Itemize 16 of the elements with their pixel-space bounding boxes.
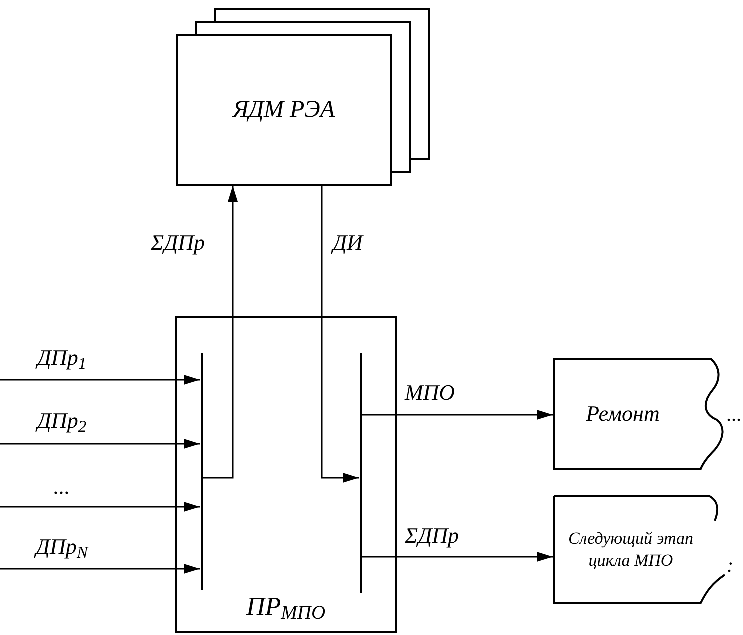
continuation-mark: :: [727, 554, 734, 579]
arrow: [0, 439, 200, 449]
arrow: [361, 552, 553, 562]
arrow: [202, 186, 238, 479]
node-label: Ремонт: [586, 400, 660, 428]
node-label: ПР$_{МПО}$: [246, 590, 326, 623]
node-label: Следующий этап цикла МПО: [567, 528, 695, 571]
process-box: [175, 316, 397, 633]
arrow: [0, 502, 200, 512]
node-label: ЯДМ РЭА: [232, 96, 336, 125]
arrow: [0, 564, 200, 574]
arrow: [361, 410, 553, 420]
arrow: [0, 375, 200, 385]
continuation-mark: ...: [727, 403, 742, 428]
process-box: [176, 34, 392, 186]
arrow: [321, 186, 359, 483]
